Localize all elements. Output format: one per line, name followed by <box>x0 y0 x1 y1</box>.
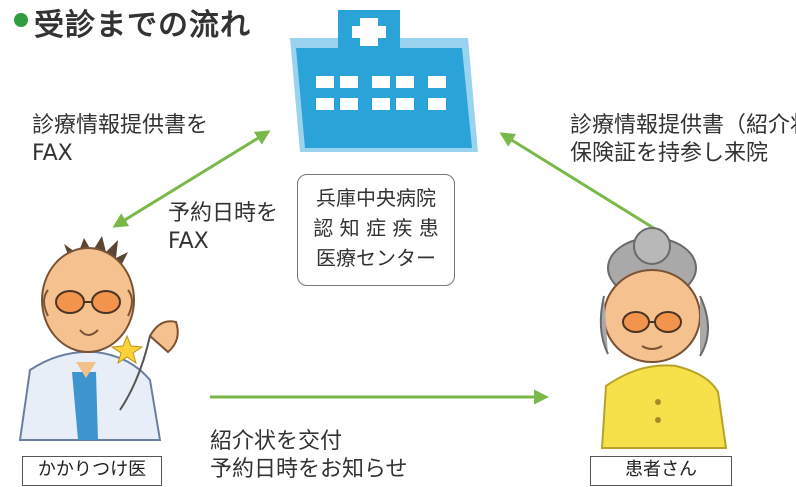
caption-doctor: かかりつけ医 <box>22 456 162 486</box>
caption-patient: 患者さん <box>590 456 732 486</box>
label-bring-referral-line1: 診療情報提供書（紹介状） <box>570 113 796 138</box>
doctor-illustration <box>18 236 179 441</box>
label-fax-referral-line1: 診療情報提供書を <box>32 113 209 138</box>
arrow-patient-hospital <box>499 132 661 234</box>
label-issue-referral: 紹介状を交付 予約日時をお知らせ <box>210 428 408 484</box>
page-title: 受診までの流れ <box>34 8 251 43</box>
label-fax-referral: 診療情報提供書を FAX <box>32 112 208 168</box>
hospital-icon <box>290 10 478 152</box>
hospital-name-line3: 医療センター <box>316 246 436 270</box>
label-bring-referral: 診療情報提供書（紹介状） 保険証を持参し来院 <box>570 112 796 168</box>
label-fax-appointment-line1: 予約日時を <box>168 201 279 226</box>
patient-illustration <box>599 227 728 449</box>
hospital-name-box: 兵庫中央病院 認 知 症 疾 患 医療センター <box>297 174 455 286</box>
title-bullet-icon <box>14 13 28 27</box>
hospital-name-line1: 兵庫中央病院 <box>316 186 436 210</box>
label-issue-referral-line1: 紹介状を交付 <box>210 429 343 454</box>
label-issue-referral-line2: 予約日時をお知らせ <box>210 457 408 482</box>
label-fax-referral-line2: FAX <box>32 141 73 166</box>
label-fax-appointment-line2: FAX <box>168 229 209 254</box>
label-bring-referral-line2: 保険証を持参し来院 <box>570 141 769 166</box>
label-fax-appointment: 予約日時を FAX <box>168 200 278 256</box>
hospital-name-line2: 認 知 症 疾 患 <box>313 216 439 240</box>
arrow-doctor-hospital <box>112 130 271 228</box>
